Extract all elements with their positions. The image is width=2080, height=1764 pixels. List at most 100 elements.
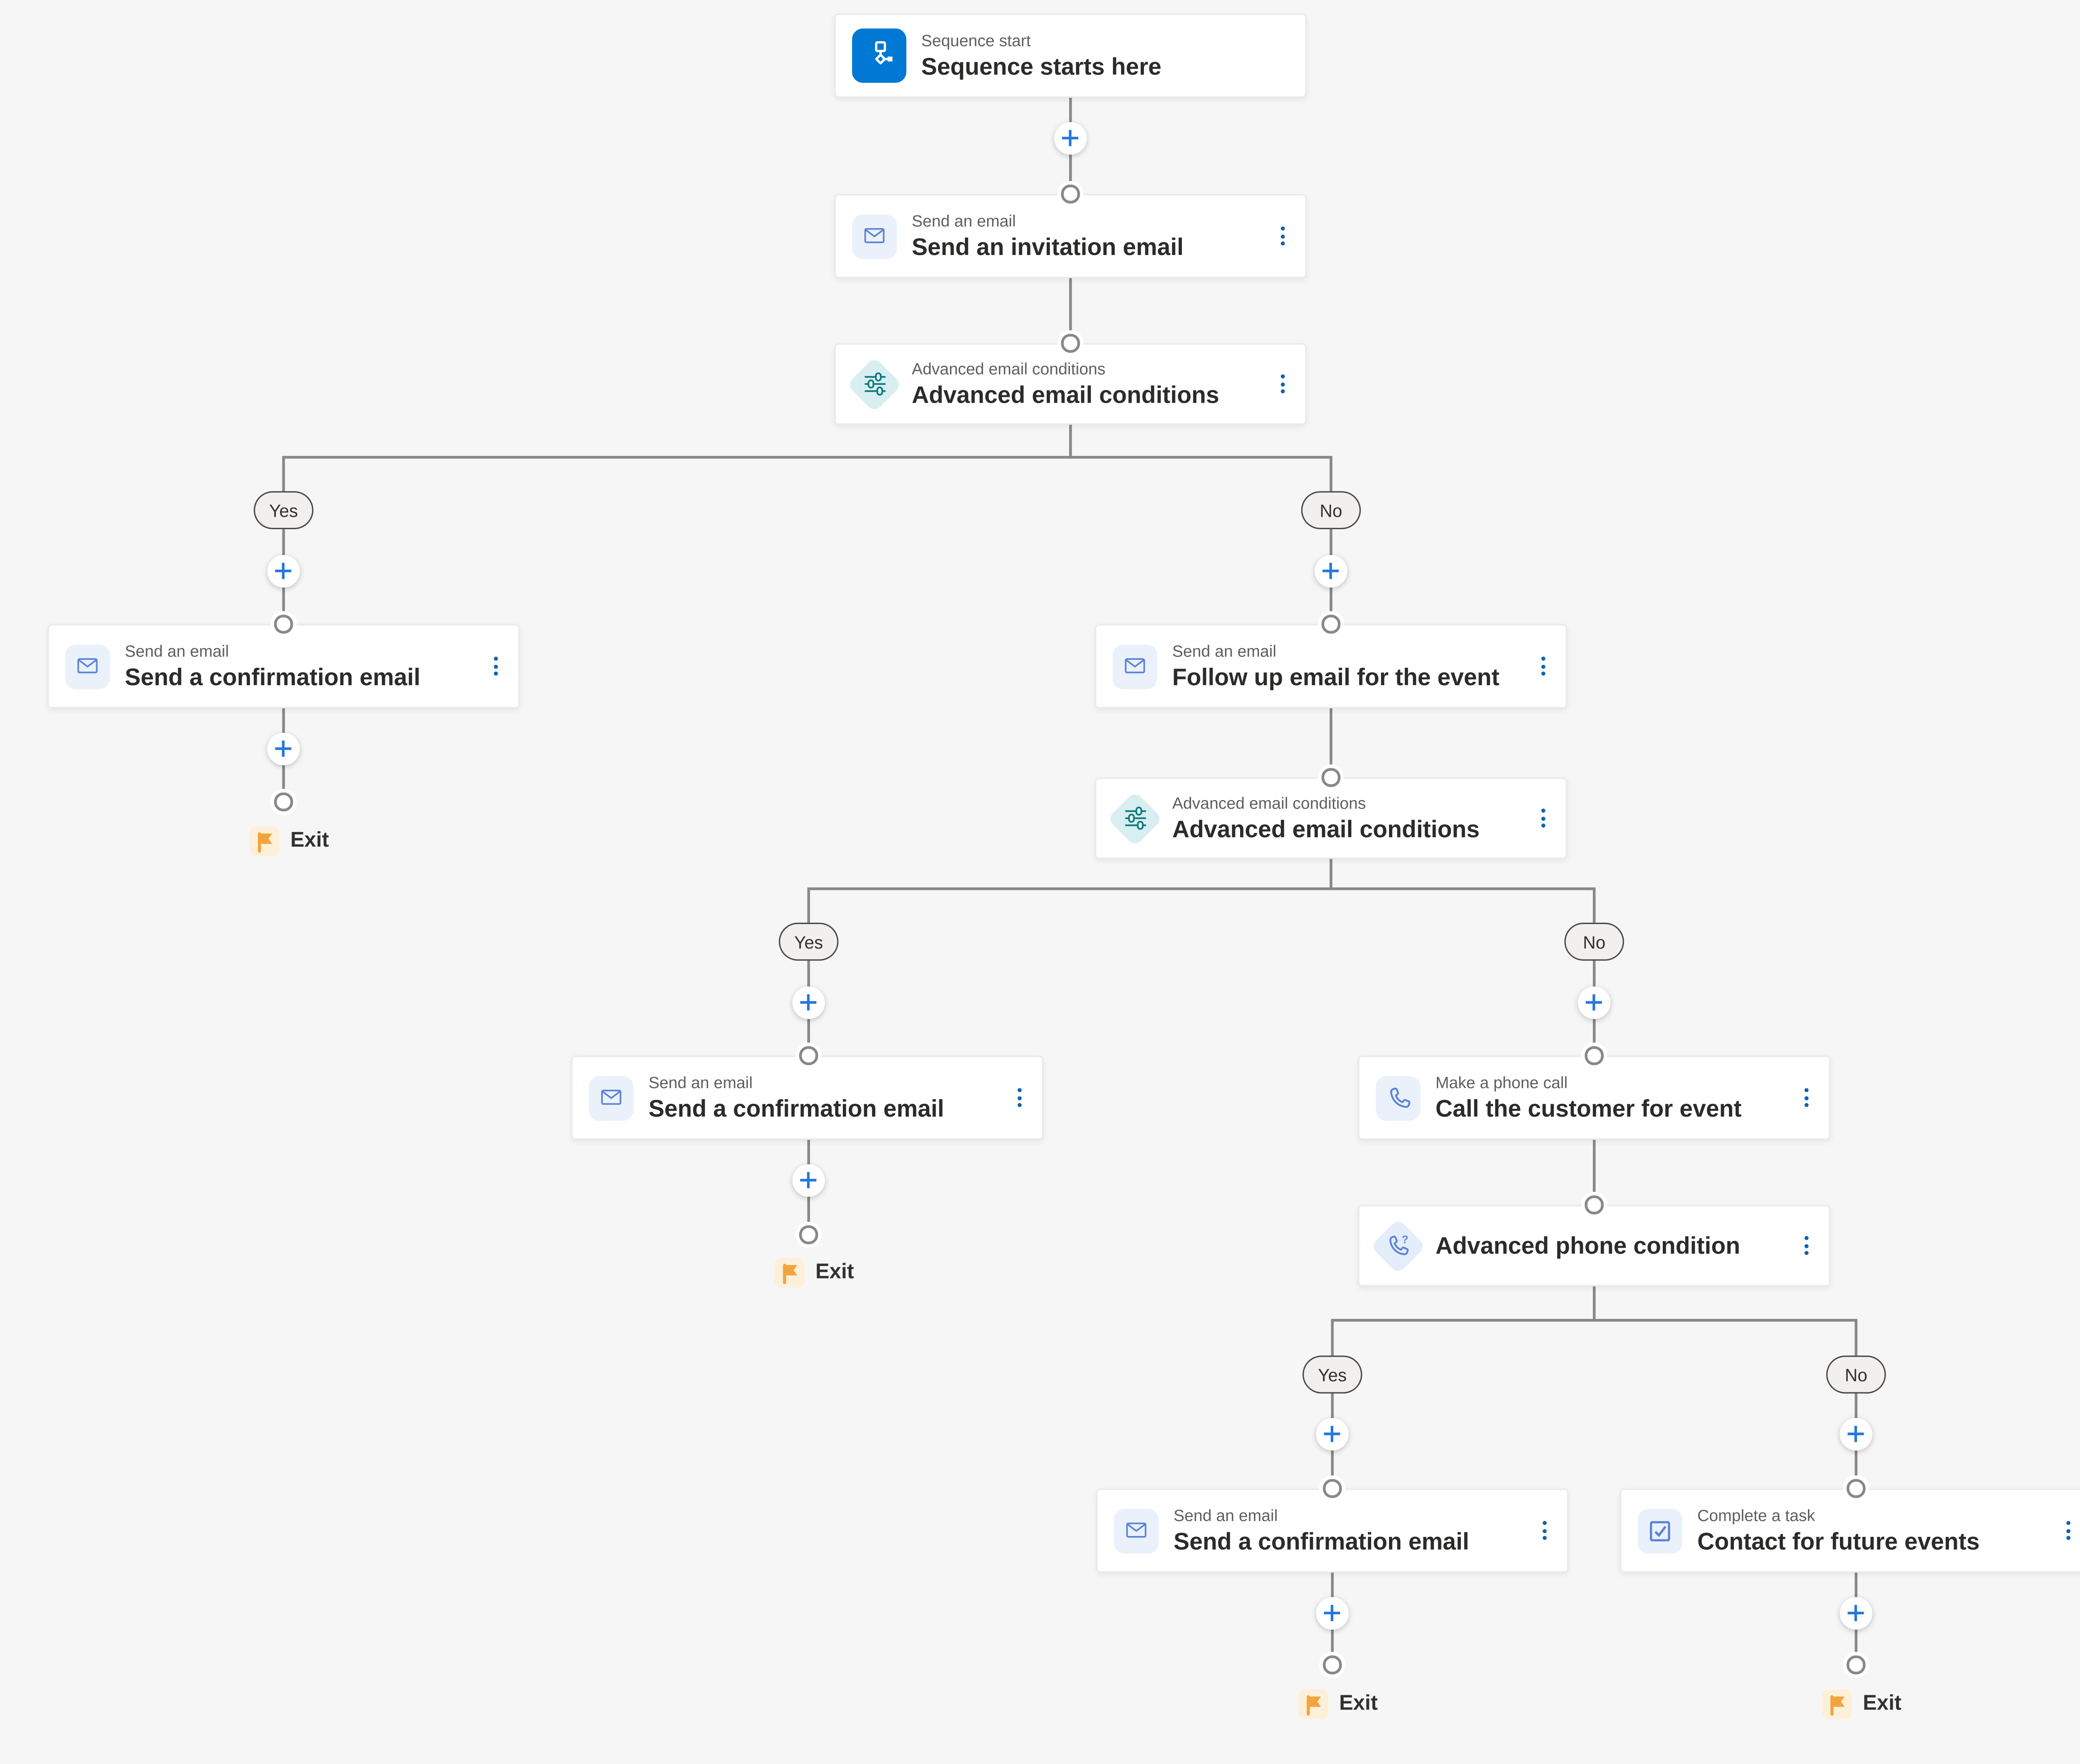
exit-label: Exit — [815, 1260, 854, 1284]
node-caption: Complete a task — [1697, 1505, 1815, 1525]
branch-label-yes: Yes — [779, 922, 839, 961]
exit-label: Exit — [290, 829, 329, 852]
exit-marker: Exit — [250, 826, 329, 856]
task-checkbox-icon — [1637, 1508, 1683, 1553]
node-advanced-email-conditions-2[interactable]: Advanced email conditions Advanced email… — [1095, 777, 1567, 859]
node-call-customer-for-event[interactable]: Make a phone call Call the customer for … — [1358, 1055, 1830, 1140]
node-title: Advanced email conditions — [1172, 815, 1480, 842]
branch-label-yes: Yes — [253, 491, 314, 529]
add-step-button[interactable] — [792, 1164, 825, 1197]
more-options-button[interactable] — [1535, 649, 1552, 684]
node-caption: Advanced email conditions — [911, 359, 1106, 378]
node-send-confirmation-email-2[interactable]: Send an email Send a confirmation email — [571, 1055, 1044, 1140]
add-step-button[interactable] — [1840, 1597, 1872, 1630]
more-options-button[interactable] — [1798, 1080, 1815, 1115]
connector-line — [1330, 457, 1332, 491]
plus-icon — [1847, 1604, 1865, 1623]
add-step-button[interactable] — [1054, 122, 1087, 155]
node-title: Advanced email conditions — [911, 380, 1219, 408]
exit-marker: Exit — [1822, 1689, 1902, 1719]
more-options-button[interactable] — [1274, 366, 1292, 401]
connector-line — [1069, 278, 1072, 344]
node-caption: Send an email — [1172, 641, 1277, 660]
node-follow-up-email[interactable]: Send an email Follow up email for the ev… — [1095, 624, 1567, 709]
node-caption: Send an email — [1174, 1505, 1278, 1525]
node-title: Send a confirmation email — [1174, 1527, 1469, 1555]
email-icon — [852, 213, 897, 259]
branch-label-yes: Yes — [1302, 1355, 1362, 1394]
connector-line — [1593, 1286, 1595, 1322]
branch-line — [1331, 1319, 1857, 1321]
more-options-button[interactable] — [2060, 1513, 2077, 1548]
branch-label-no: No — [1564, 922, 1624, 961]
plus-icon — [1323, 1425, 1342, 1443]
node-caption: Advanced email conditions — [1172, 793, 1366, 812]
exit-marker: Exit — [1298, 1689, 1378, 1719]
exit-label: Exit — [1339, 1692, 1378, 1715]
connector-line — [1069, 424, 1072, 459]
flag-icon — [1822, 1689, 1852, 1719]
plus-icon — [800, 1171, 818, 1189]
branch-label-no: No — [1301, 491, 1361, 529]
more-options-button[interactable] — [1798, 1228, 1815, 1263]
connector-dot — [1061, 184, 1080, 203]
node-title: Send a confirmation email — [648, 1094, 944, 1122]
node-advanced-email-conditions-1[interactable]: Advanced email conditions Advanced email… — [834, 343, 1307, 425]
more-options-button[interactable] — [1274, 218, 1292, 254]
more-options-button[interactable] — [1535, 800, 1552, 836]
add-step-button[interactable] — [1315, 555, 1347, 588]
plus-icon — [275, 562, 293, 580]
node-sequence-start[interactable]: Sequence start Sequence starts here — [834, 13, 1307, 98]
email-icon — [1114, 1508, 1159, 1553]
connector-dot — [1322, 1479, 1341, 1498]
add-step-button[interactable] — [1840, 1418, 1872, 1451]
add-step-button[interactable] — [1316, 1418, 1349, 1451]
branch-line — [807, 887, 1595, 890]
add-step-button[interactable] — [267, 555, 300, 588]
more-options-button[interactable] — [1011, 1080, 1028, 1115]
connector-line — [1331, 1320, 1334, 1356]
email-icon — [65, 644, 110, 689]
flag-icon — [775, 1258, 805, 1288]
connector-dot — [799, 1225, 818, 1244]
node-advanced-phone-condition[interactable]: Advanced phone condition — [1358, 1205, 1830, 1286]
branch-label-no: No — [1826, 1355, 1886, 1394]
email-conditions-icon — [1107, 790, 1163, 846]
connector-dot — [799, 1046, 818, 1065]
plus-icon — [1322, 562, 1340, 580]
connector-dot — [274, 614, 292, 633]
add-step-button[interactable] — [792, 986, 825, 1019]
node-send-confirmation-email-3[interactable]: Send an email Send a confirmation email — [1096, 1488, 1569, 1573]
node-contact-for-future-events[interactable]: Complete a task Contact for future event… — [1620, 1488, 2080, 1573]
plus-icon — [1585, 993, 1603, 1012]
node-caption: Send an email — [125, 641, 229, 660]
flag-icon — [250, 826, 280, 856]
more-options-button[interactable] — [1536, 1513, 1553, 1548]
plus-icon — [1847, 1425, 1865, 1443]
node-caption: Send an email — [911, 211, 1016, 230]
email-icon — [589, 1075, 634, 1120]
plus-icon — [1323, 1604, 1342, 1623]
more-options-button[interactable] — [487, 649, 505, 684]
flag-icon — [1298, 1689, 1328, 1719]
node-title: Contact for future events — [1697, 1527, 1980, 1555]
node-caption: Sequence start — [921, 30, 1031, 50]
plus-icon — [1061, 129, 1080, 148]
connector-line — [1330, 708, 1332, 778]
connector-dot — [274, 792, 292, 811]
add-step-button[interactable] — [267, 733, 300, 766]
plus-icon — [275, 740, 293, 758]
node-send-invitation-email[interactable]: Send an email Send an invitation email — [834, 194, 1307, 278]
add-step-button[interactable] — [1578, 986, 1611, 1019]
phone-icon — [1376, 1075, 1421, 1120]
add-step-button[interactable] — [1316, 1597, 1349, 1630]
connector-dot — [1321, 614, 1340, 633]
node-title: Send a confirmation email — [125, 663, 421, 690]
connector-dot — [1846, 1655, 1865, 1674]
node-send-confirmation-email-1[interactable]: Send an email Send a confirmation email — [47, 624, 520, 709]
exit-label: Exit — [1863, 1692, 1902, 1715]
connector-dot — [1322, 1655, 1341, 1674]
node-title: Send an invitation email — [911, 233, 1184, 260]
phone-condition-icon — [1370, 1218, 1426, 1273]
